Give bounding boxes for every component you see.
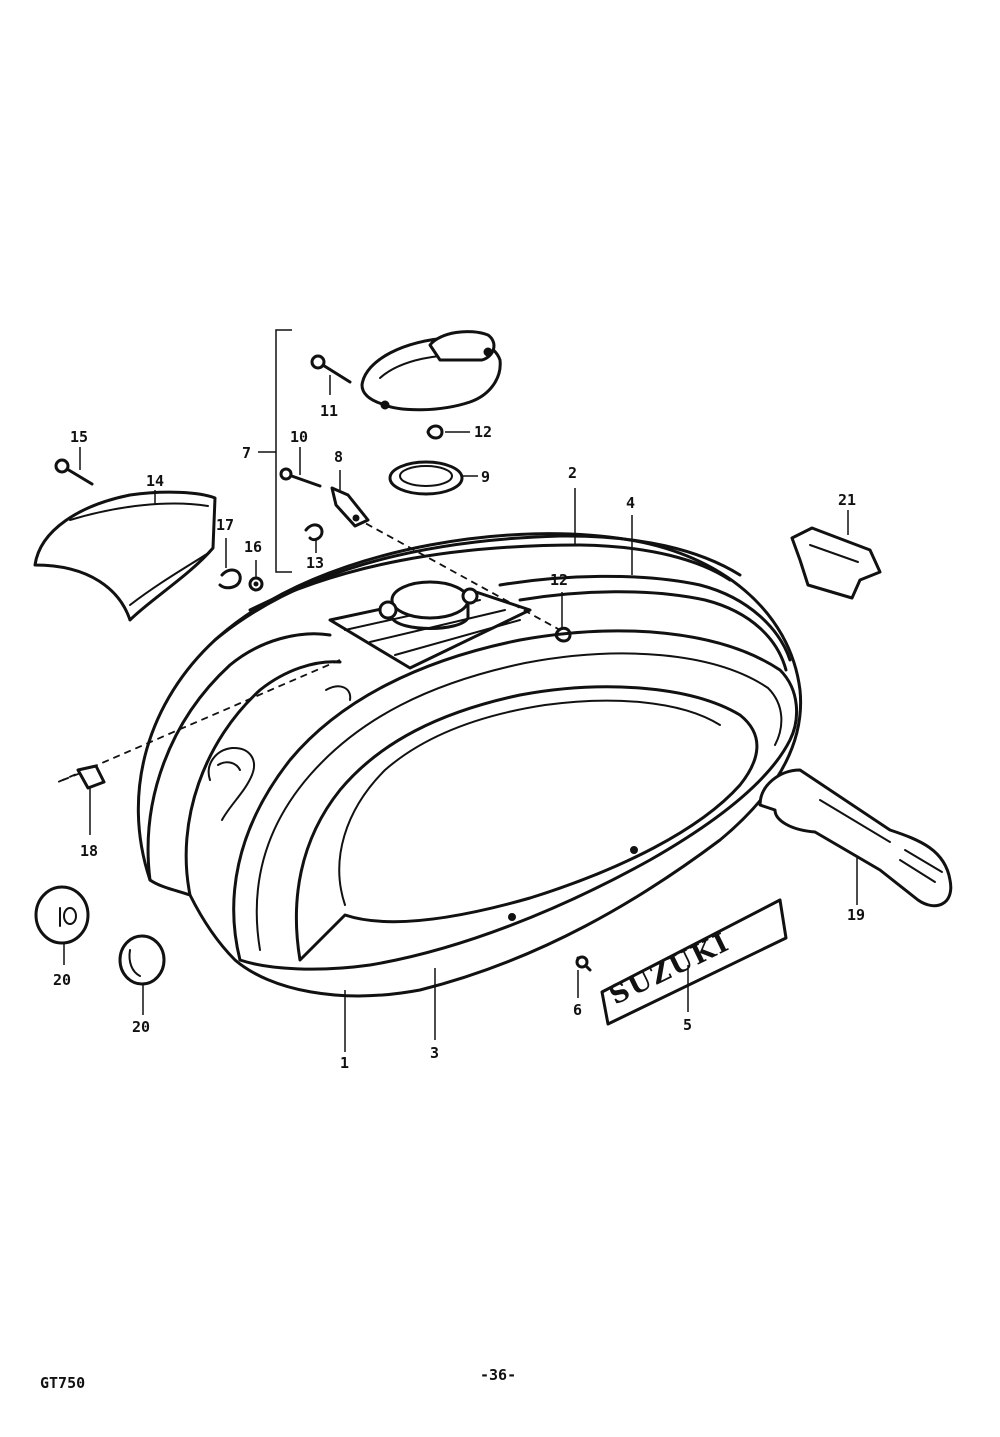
callout-9: 9 bbox=[481, 468, 490, 486]
callout-16: 16 bbox=[244, 538, 262, 556]
callout-11: 11 bbox=[320, 402, 338, 420]
callout-19: 19 bbox=[847, 906, 865, 924]
mounting-bracket bbox=[790, 526, 882, 600]
callout-5: 5 bbox=[683, 1016, 692, 1034]
callout-12a: 12 bbox=[474, 423, 492, 441]
callout-4: 4 bbox=[626, 494, 635, 512]
tank-caps bbox=[34, 885, 166, 986]
callout-15: 15 bbox=[70, 428, 88, 446]
callout-3: 3 bbox=[430, 1044, 439, 1062]
tank-emblem: SUZUKI bbox=[575, 898, 788, 1026]
callout-7: 7 bbox=[242, 444, 251, 462]
callout-20a: 20 bbox=[53, 971, 71, 989]
callout-6: 6 bbox=[573, 1001, 582, 1019]
filler-cap-assembly bbox=[258, 329, 502, 573]
callout-12b: 12 bbox=[550, 571, 568, 589]
assembly-line-filler bbox=[344, 511, 561, 631]
callout-2: 2 bbox=[568, 464, 577, 482]
callout-13: 13 bbox=[306, 554, 324, 572]
callout-8: 8 bbox=[334, 448, 343, 466]
leader-lines bbox=[63, 375, 858, 1052]
page-number: -36- bbox=[480, 1366, 516, 1384]
model-label: GT750 bbox=[40, 1374, 85, 1392]
assembly-line-cushion bbox=[57, 659, 341, 783]
rear-mount-strap bbox=[758, 768, 953, 908]
callout-labels: 1 2 3 4 5 6 7 8 9 10 11 12 12 13 14 15 1… bbox=[53, 402, 865, 1072]
callout-20b: 20 bbox=[132, 1018, 150, 1036]
callout-17: 17 bbox=[216, 516, 234, 534]
callout-10: 10 bbox=[290, 428, 308, 446]
callout-21: 21 bbox=[838, 491, 856, 509]
small-hardware bbox=[76, 568, 572, 790]
callout-14: 14 bbox=[146, 472, 164, 490]
fuel-tank-body bbox=[136, 532, 803, 998]
tank-top-plate bbox=[33, 458, 217, 622]
callout-1: 1 bbox=[340, 1054, 349, 1072]
callout-18: 18 bbox=[80, 842, 98, 860]
